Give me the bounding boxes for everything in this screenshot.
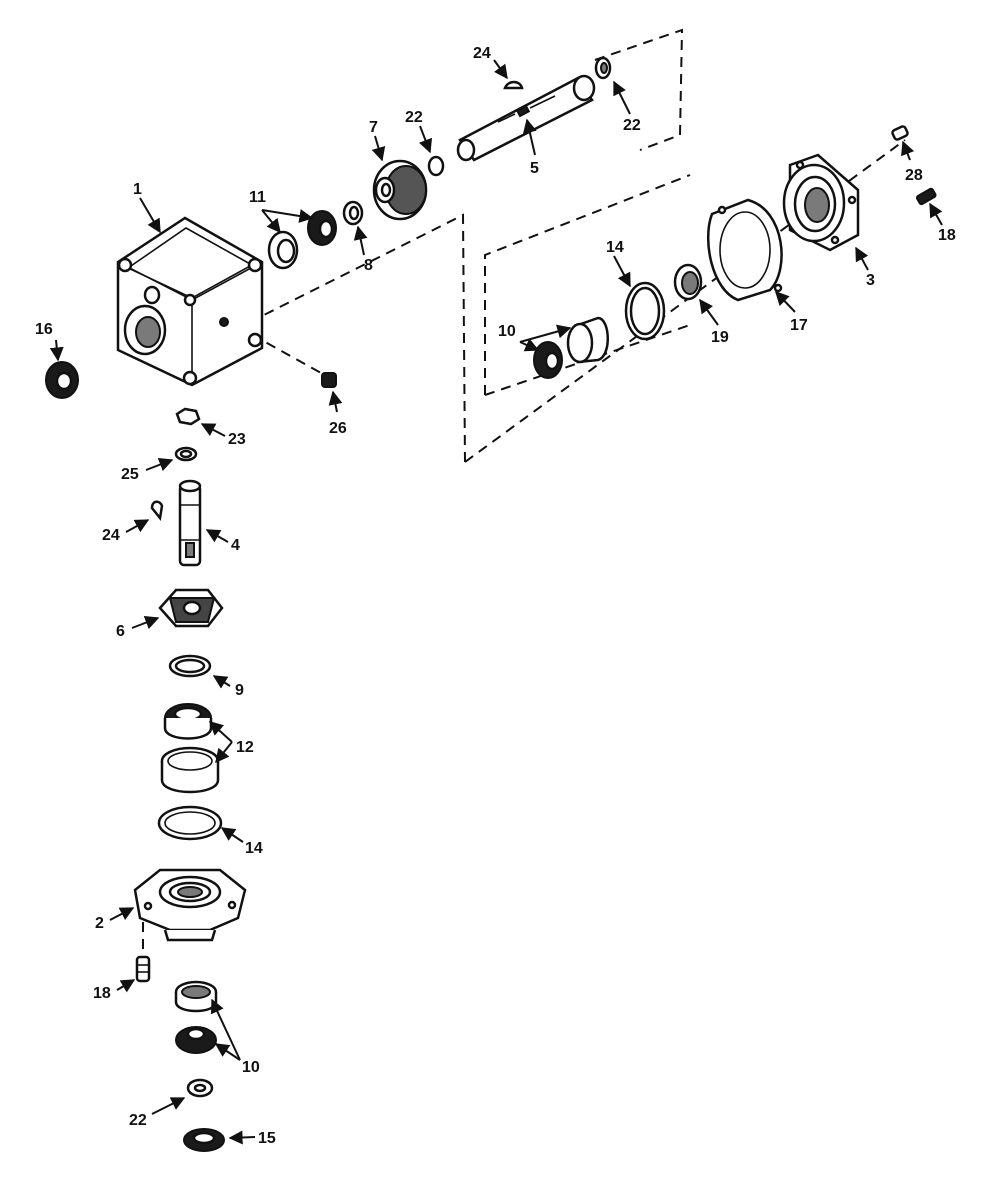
- gear-7: [372, 159, 428, 221]
- callout-22-right: 22: [623, 117, 641, 134]
- callout-28: 28: [905, 167, 923, 184]
- plug-26: [321, 372, 337, 388]
- bolt-18-right: [915, 187, 937, 206]
- bearing-cup-12: [160, 746, 220, 794]
- snap-ring-22-upper: [427, 155, 445, 177]
- callout-19: 19: [711, 329, 729, 346]
- bearing-cone-12: [163, 703, 213, 740]
- shaft-4: [178, 479, 202, 567]
- washer-25: [174, 446, 198, 462]
- callout-6: 6: [116, 623, 125, 640]
- washer-8: [342, 200, 364, 226]
- key-24-upper: [503, 80, 524, 90]
- callout-10-right: 10: [498, 323, 516, 340]
- callout-18-right: 18: [938, 227, 956, 244]
- nut-23: [175, 407, 201, 426]
- callout-15: 15: [258, 1130, 276, 1147]
- callout-3: 3: [866, 272, 875, 289]
- callout-22-upper: 22: [405, 109, 423, 126]
- callout-16: 16: [35, 321, 53, 338]
- bearing-cup-11: [267, 230, 299, 270]
- callout-4: 4: [231, 537, 240, 554]
- callout-7: 7: [369, 119, 378, 136]
- callout-labels: 1 11 8 7 22 24 5 22 16 26 28 18 3 14 10 …: [35, 45, 956, 1147]
- seal-15: [183, 1128, 225, 1152]
- key-24-lower: [150, 500, 164, 521]
- bearing-cup-10-right: [566, 316, 609, 364]
- bearing-cone-10-right: [533, 341, 563, 379]
- bearing-cone-11: [307, 210, 337, 246]
- gasket-17: [706, 198, 783, 302]
- callout-22-lower: 22: [129, 1112, 147, 1129]
- bearing-cone-10-lower: [175, 1026, 217, 1054]
- callout-18-lower: 18: [93, 985, 111, 1002]
- callout-25: 25: [121, 466, 139, 483]
- washer-9: [168, 654, 212, 678]
- callout-14-right: 14: [606, 239, 624, 256]
- callout-5: 5: [530, 160, 539, 177]
- plug-28: [891, 125, 909, 141]
- seal-16: [45, 361, 79, 399]
- callout-11: 11: [249, 189, 266, 206]
- callout-2: 2: [95, 915, 104, 932]
- leader-lines: [49, 59, 943, 1145]
- bearing-cup-10-lower: [174, 980, 218, 1013]
- snap-ring-22-right: [594, 56, 612, 80]
- callout-24-upper: 24: [473, 45, 491, 62]
- callout-12: 12: [236, 739, 254, 756]
- callout-14-lower: 14: [245, 840, 263, 857]
- bearing-cover-2: [133, 868, 247, 942]
- retaining-ring-14-right: [624, 281, 666, 341]
- retaining-ring-14-lower: [157, 805, 223, 841]
- callout-9: 9: [235, 682, 244, 699]
- shaft-5: [456, 74, 596, 162]
- gearbox-housing: [116, 216, 264, 387]
- callout-24-lower: 24: [102, 527, 120, 544]
- callout-1: 1: [133, 181, 142, 198]
- snap-ring-22-lower: [186, 1078, 214, 1098]
- bolt-18-lower: [135, 955, 151, 983]
- bearing-cover-3: [782, 153, 860, 252]
- callout-8: 8: [364, 257, 373, 274]
- callout-26: 26: [329, 420, 347, 437]
- bevel-gear-6: [158, 588, 224, 628]
- callout-23: 23: [228, 431, 246, 448]
- callout-17: 17: [790, 317, 808, 334]
- callout-10-lower: 10: [242, 1059, 260, 1076]
- seal-19: [673, 263, 703, 301]
